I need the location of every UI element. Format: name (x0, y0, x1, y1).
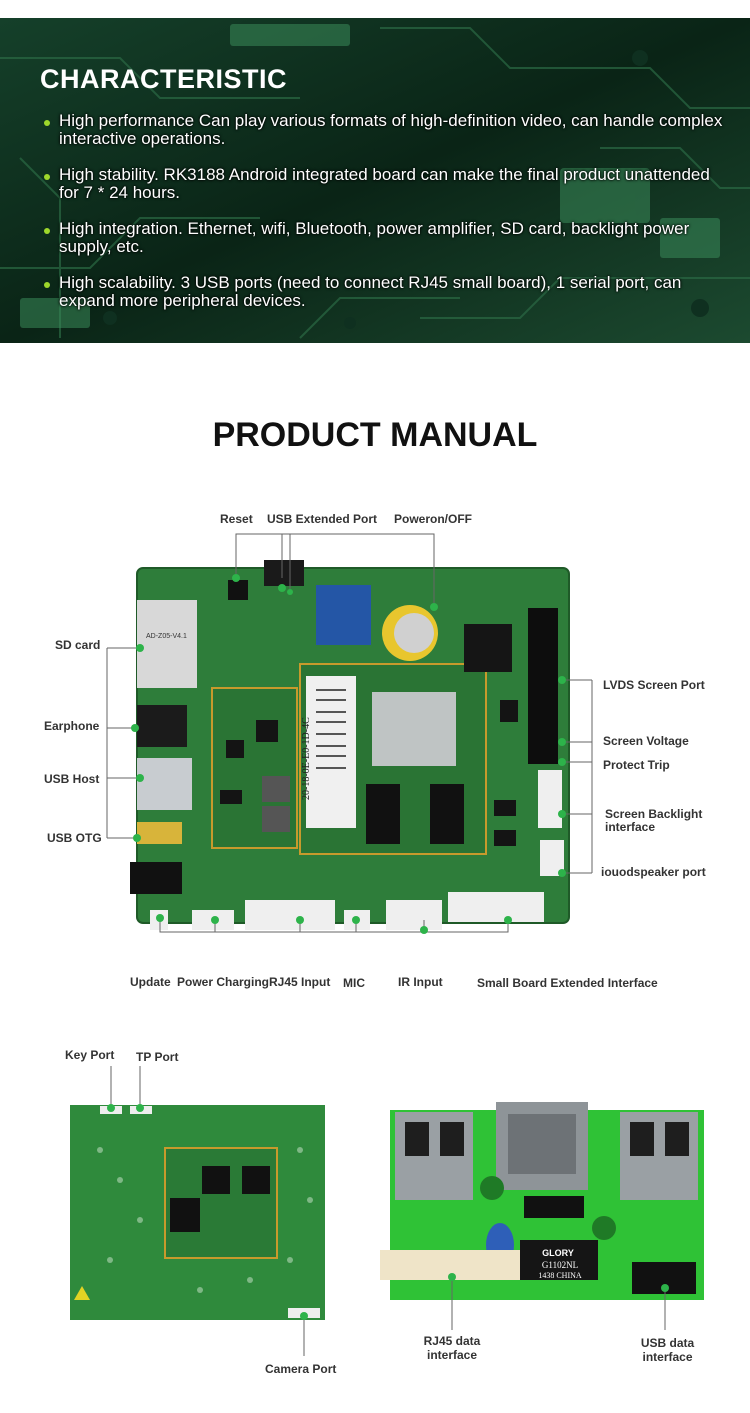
bullet-item: High integration. Ethernet, wifi, Blueto… (44, 220, 734, 256)
label-poweron-off: Poweron/OFF (394, 512, 472, 526)
bullet-item: High performance Can play various format… (44, 112, 734, 148)
bullet-text: High stability. RK3188 Android integrate… (59, 165, 710, 202)
label-camera-port: Camera Port (265, 1362, 337, 1376)
main-board-image (130, 560, 570, 930)
back-board-image (70, 1105, 325, 1320)
rj45-board-image: GLORY G1102NL 1438 CHINA (380, 1102, 704, 1300)
bullet-text: High performance Can play various format… (59, 111, 723, 148)
bullet-dot-icon (44, 228, 50, 234)
label-usb-host: USB Host (44, 772, 100, 786)
label-screen-voltage: Screen Voltage (603, 734, 689, 748)
bullet-dot-icon (44, 174, 50, 180)
label-usb-otg: USB OTG (47, 831, 102, 845)
label-ir-input: IR Input (398, 975, 443, 989)
circuit-background (0, 18, 750, 343)
bullet-item: High stability. RK3188 Android integrate… (44, 166, 734, 202)
chip-code: 1438 CHINA (538, 1271, 582, 1280)
label-usb-extended-port: USB Extended Port (267, 512, 378, 526)
label-rj45-data-interface: RJ45 data interface (423, 1334, 481, 1362)
bullet-dot-icon (44, 282, 50, 288)
bullet-dot-icon (44, 120, 50, 126)
product-manual-title: PRODUCT MANUAL (212, 416, 538, 454)
label-usb-data-interface: USB data interface (640, 1336, 695, 1364)
label-key-port: Key Port (65, 1048, 115, 1062)
board-silkscreen: AD-Z05-V4.1 (146, 633, 187, 640)
label-loudspeaker-port: iouodspeaker port (601, 865, 706, 879)
label-earphone: Earphone (44, 719, 100, 733)
label-mic: MIC (343, 976, 365, 990)
label-lvds-screen-port: LVDS Screen Port (603, 678, 705, 692)
label-reset: Reset (220, 512, 253, 526)
board-sticker-code: 20-18-0E-E0-1D-4C (301, 717, 312, 800)
label-protect-trip: Protect Trip (603, 758, 670, 772)
label-update: Update (130, 975, 171, 989)
bullet-item: High scalability. 3 USB ports (need to c… (44, 274, 734, 310)
characteristic-banner: CHARACTERISTIC High performance Can play… (0, 18, 750, 343)
chip-model: G1102NL (542, 1260, 578, 1270)
leader-dots (131, 574, 566, 934)
chip-brand: GLORY (542, 1248, 574, 1258)
bullet-text: High scalability. 3 USB ports (need to c… (59, 273, 682, 310)
label-power-charging: Power Charging (177, 975, 270, 989)
label-small-board-extended: Small Board Extended Interface (477, 976, 658, 990)
label-sd-card: SD card (55, 638, 101, 652)
characteristic-title: CHARACTERISTIC (40, 64, 287, 94)
label-tp-port: TP Port (136, 1050, 179, 1064)
bullet-text: High integration. Ethernet, wifi, Blueto… (59, 219, 690, 256)
label-screen-backlight: Screen Backlight interface (605, 807, 703, 834)
label-rj45-input: RJ45 Input (269, 975, 331, 989)
